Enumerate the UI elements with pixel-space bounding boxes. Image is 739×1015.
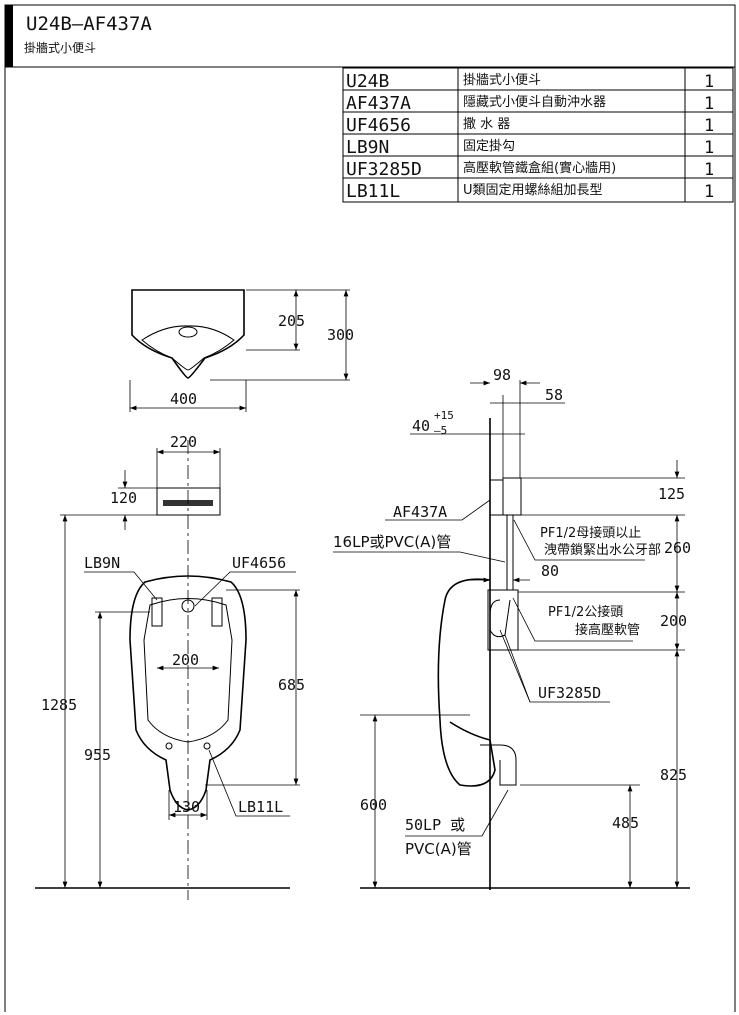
note-male-connector: PF1/2公接頭 [548, 604, 623, 620]
note-hose-connect: 接高壓軟管 [575, 622, 640, 638]
label-pipe-16lp: 16LP或PVC(A)管 [333, 533, 451, 551]
dim-400: 400 [170, 390, 197, 408]
part-description: 固定掛勾 [463, 139, 515, 154]
part-code: U24B [346, 71, 389, 92]
dim-955: 955 [84, 746, 111, 764]
part-description: 高壓軟管鐵盒組(實心牆用) [463, 160, 616, 176]
dim-260: 260 [664, 539, 691, 557]
label-drain-pvc: PVC(A)管 [405, 840, 472, 858]
dim-98: 98 [493, 366, 511, 384]
part-quantity: 1 [704, 72, 714, 92]
dim-80: 80 [541, 562, 559, 580]
part-code: LB11L [346, 181, 400, 202]
title-block: U24B–AF437A 掛牆式小便斗 [4, 4, 736, 1012]
part-quantity: 1 [704, 94, 714, 114]
part-quantity: 1 [704, 160, 714, 180]
dim-130: 130 [173, 798, 200, 816]
title-bar-accent [5, 5, 13, 67]
dim-485: 485 [612, 814, 639, 832]
label-lb11l: LB11L [238, 798, 283, 816]
part-description: 隱藏式小便斗自動沖水器 [463, 95, 606, 110]
label-drain-pipe: 50LP 或 [405, 816, 465, 834]
label-lb9n: LB9N [84, 554, 120, 572]
front-view: 220 120 1285 955 685 200 130 LB9N UF4656… [35, 433, 305, 900]
note-female-connector: PF1/2母接頭以止 [540, 525, 641, 541]
dim-120: 120 [110, 489, 137, 507]
part-code: LB9N [346, 137, 389, 158]
part-description: U類固定用螺絲組加長型 [463, 183, 603, 198]
part-quantity: 1 [704, 116, 714, 136]
label-uf3285d: UF3285D [538, 684, 601, 702]
dim-825: 825 [660, 766, 687, 784]
dim-205: 205 [278, 312, 305, 330]
dim-1285: 1285 [41, 696, 77, 714]
dim-300: 300 [327, 326, 354, 344]
part-description: 撒 水 器 [463, 116, 510, 132]
dim-tol-minus: –5 [434, 424, 447, 437]
label-uf4656: UF4656 [232, 554, 286, 572]
dim-58: 58 [545, 386, 563, 404]
dim-200: 200 [172, 651, 199, 669]
dim-600: 600 [360, 796, 387, 814]
drawing-subtitle: 掛牆式小便斗 [24, 40, 96, 55]
part-quantity: 1 [704, 138, 714, 158]
part-code: UF4656 [346, 115, 411, 136]
sensor-panel [156, 487, 221, 516]
dim-125: 125 [658, 485, 685, 503]
top-view: 205 300 400 [129, 289, 354, 412]
side-view: 98 58 40 +15 –5 125 260 200 825 80 600 4… [333, 366, 691, 890]
dim-40: 40 [412, 417, 430, 435]
dim-tol-plus: +15 [434, 409, 454, 422]
dim-220: 220 [170, 433, 197, 451]
part-code: UF3285D [346, 159, 422, 180]
dim-685: 685 [278, 676, 305, 694]
part-code: AF437A [346, 93, 411, 114]
label-af437a: AF437A [393, 503, 447, 521]
part-quantity: 1 [704, 182, 714, 202]
drawing-title: U24B–AF437A [26, 13, 152, 35]
dim-200-side: 200 [660, 612, 687, 630]
part-description: 掛牆式小便斗 [463, 73, 541, 88]
note-seal-tape: 洩帶鎖緊出水公牙部 [544, 542, 661, 558]
